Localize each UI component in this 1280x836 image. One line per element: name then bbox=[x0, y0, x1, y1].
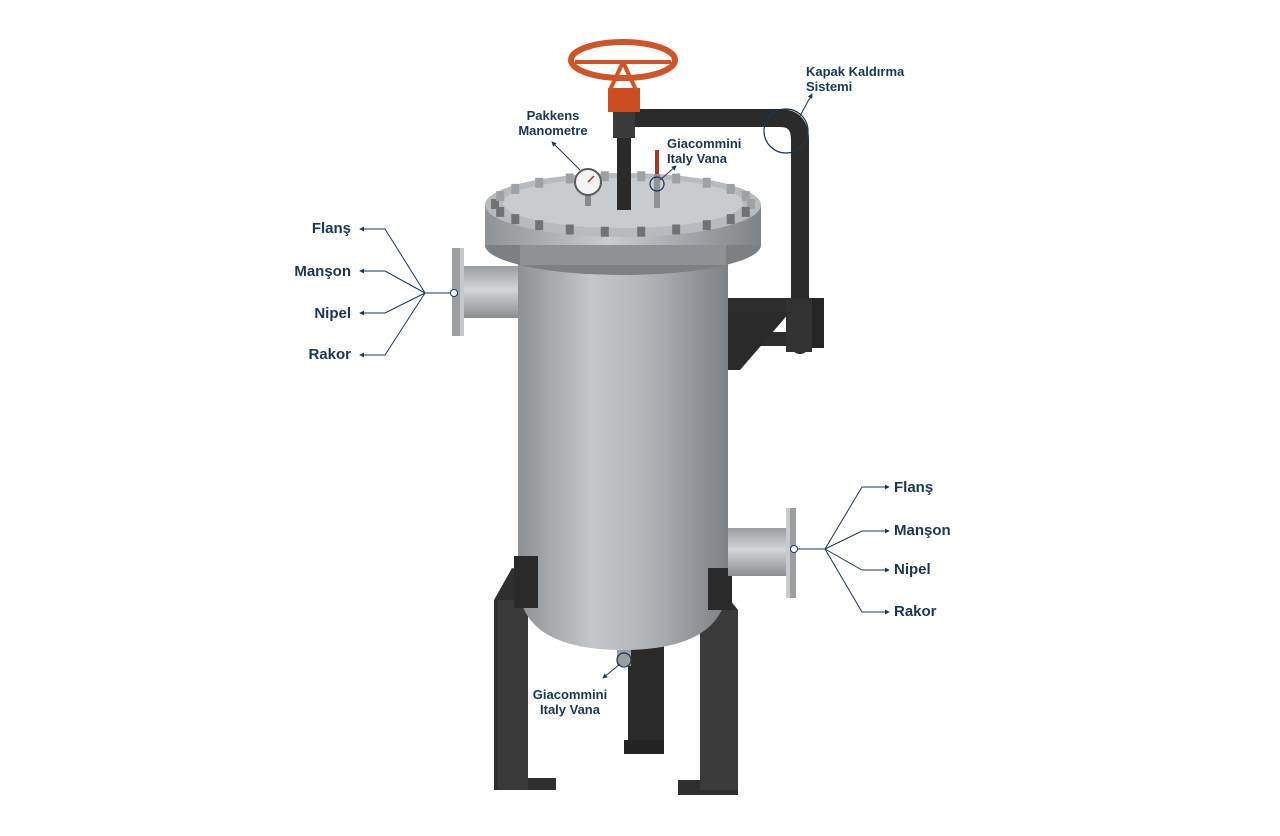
flange-bolt bbox=[600, 171, 609, 182]
label-right-sleeve: Manşon bbox=[894, 522, 951, 539]
flange-bolt bbox=[565, 224, 574, 235]
label-manometer-line1: Pakkens bbox=[526, 108, 580, 123]
lid-lift-system bbox=[619, 109, 824, 370]
label-left-nipple: Nipel bbox=[314, 305, 351, 322]
label-left-union: Rakor bbox=[308, 346, 351, 363]
flange-bolt bbox=[496, 191, 505, 202]
flange-bolt bbox=[747, 199, 755, 209]
flange-bolt bbox=[496, 206, 505, 217]
flange-bolt bbox=[726, 214, 735, 225]
leader-lines bbox=[359, 93, 890, 679]
label-left-sleeve: Manşon bbox=[294, 263, 351, 280]
outlet-nozzle bbox=[728, 508, 796, 598]
flange-bolt bbox=[702, 177, 711, 188]
flange-bolt bbox=[535, 177, 544, 188]
flange-bolt bbox=[726, 183, 735, 194]
label-top-valve: Giacommini Italy Vana bbox=[667, 136, 741, 166]
flange-bolt bbox=[637, 171, 646, 182]
flange-bolt bbox=[741, 206, 750, 217]
label-manometer-line2: Manometre bbox=[518, 123, 588, 138]
flange-bolt bbox=[511, 214, 520, 225]
label-lift-system-line1: Kapak Kaldırma bbox=[806, 64, 905, 79]
flange-bolt bbox=[491, 199, 499, 209]
lift-system-highlight bbox=[763, 108, 809, 154]
support-legs bbox=[494, 568, 738, 795]
flange-bolt bbox=[565, 173, 574, 184]
flange-bolt bbox=[741, 191, 750, 202]
handwheel-assembly bbox=[568, 39, 678, 210]
flange-bolt bbox=[702, 220, 711, 231]
flange-bolt bbox=[600, 226, 609, 237]
label-left-flange: Flanş bbox=[311, 220, 351, 237]
flange-bolt bbox=[637, 226, 646, 237]
label-right-union: Rakor bbox=[894, 603, 937, 620]
pressure-gauge bbox=[574, 168, 602, 206]
label-lift-system: Kapak Kaldırma Sistemi bbox=[806, 64, 904, 94]
label-bottom-valve-line2: Italy Vana bbox=[540, 702, 600, 717]
label-bottom-valve-line1: Giacommini bbox=[532, 687, 608, 702]
label-right-nipple: Nipel bbox=[894, 561, 931, 578]
label-top-valve-line2: Italy Vana bbox=[667, 151, 727, 166]
flange-bolt bbox=[511, 183, 520, 194]
bottom-drain-valve bbox=[616, 650, 632, 668]
filter-vessel-body bbox=[514, 262, 732, 650]
flange-bolt bbox=[535, 220, 544, 231]
flange-bolt bbox=[672, 173, 681, 184]
label-top-valve-line1: Giacommini bbox=[667, 136, 742, 151]
top-vent-valve bbox=[649, 150, 665, 208]
label-lift-system-line2: Sistemi bbox=[806, 79, 853, 94]
flange-bolt bbox=[672, 224, 681, 235]
label-bottom-valve: Giacommini Italy Vana bbox=[520, 687, 620, 717]
flange-bolts bbox=[491, 171, 755, 237]
label-right-flange: Flanş bbox=[894, 479, 934, 496]
label-manometer: Pakkens Manometre bbox=[503, 108, 603, 138]
